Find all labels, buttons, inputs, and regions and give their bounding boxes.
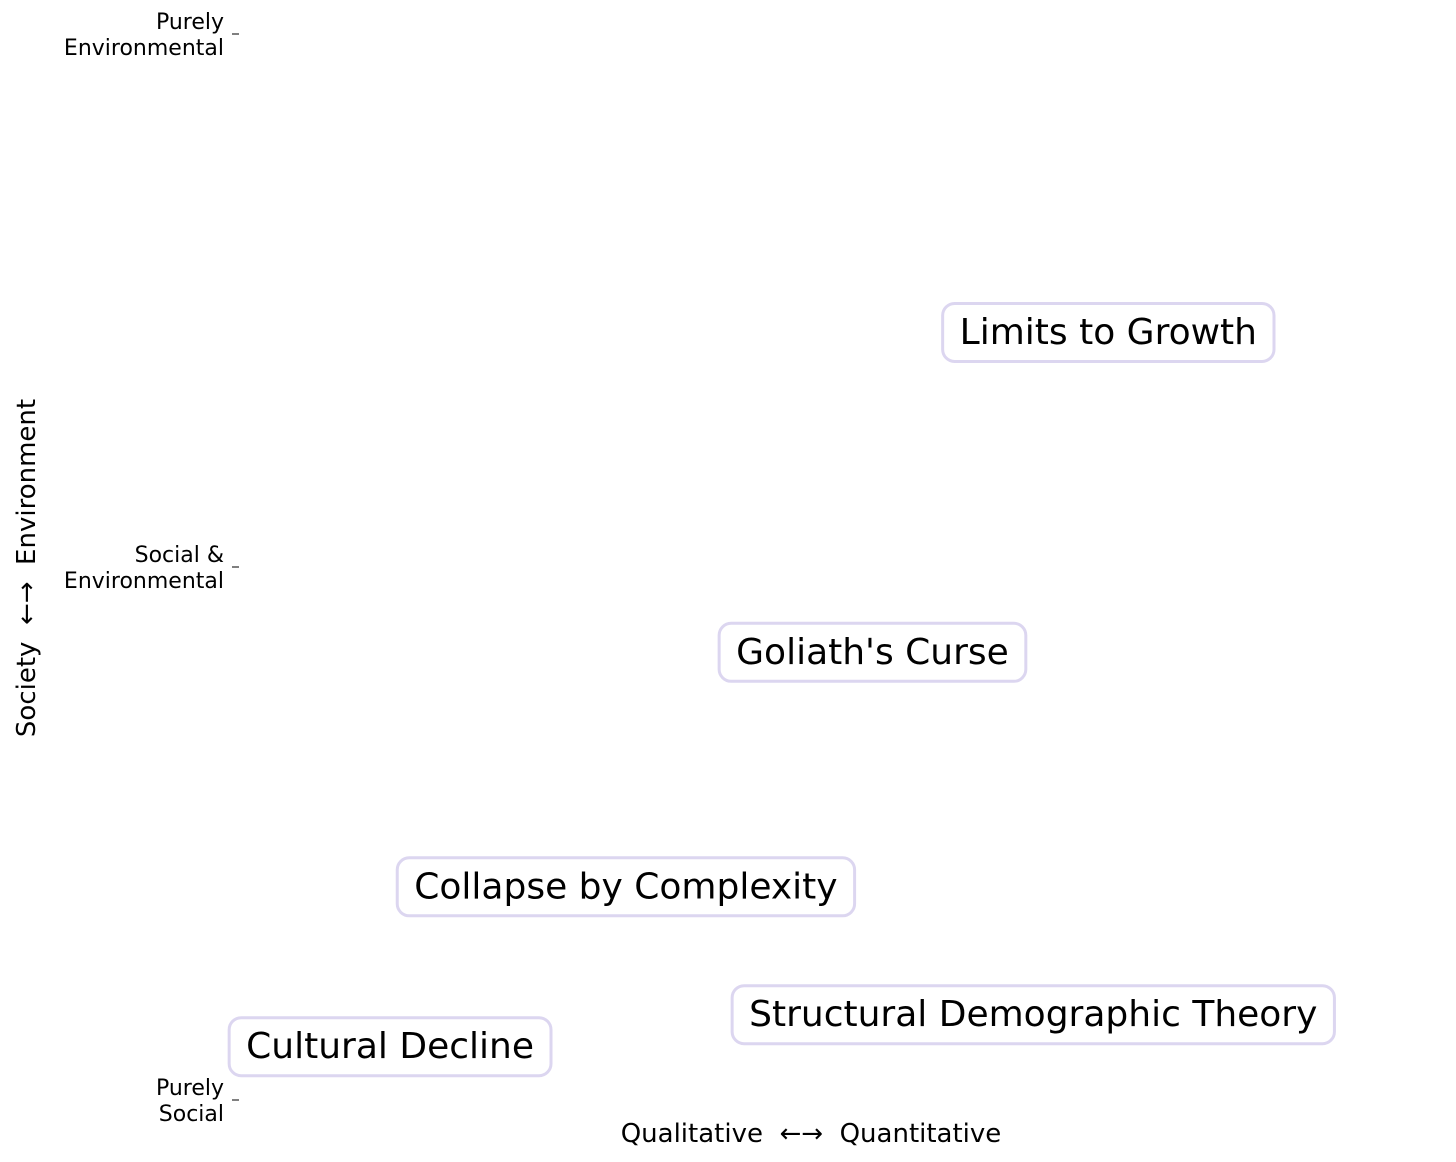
label-box-frame <box>395 856 857 918</box>
point-label: Goliath's Curse <box>736 632 1009 673</box>
point-label-box: Collapse by Complexity <box>395 856 857 918</box>
label-box-frame <box>730 984 1336 1046</box>
point-label: Collapse by Complexity <box>414 866 837 907</box>
y-axis-label: Society ←→ Environment <box>12 399 42 737</box>
label-box-frame <box>227 1016 553 1078</box>
label-box-frame <box>941 301 1276 363</box>
point-label-box: Cultural Decline <box>227 1016 553 1078</box>
point-label: Cultural Decline <box>246 1026 534 1067</box>
y-tick-label: Social &Environmental <box>64 543 224 594</box>
point-label-box: Structural Demographic Theory <box>730 984 1336 1046</box>
point-label-box: Limits to Growth <box>941 301 1276 363</box>
label-box-frame <box>717 621 1028 683</box>
point-label: Structural Demographic Theory <box>749 994 1317 1035</box>
point-label: Limits to Growth <box>960 312 1257 353</box>
x-axis-label: Qualitative ←→ Quantitative <box>621 1119 1002 1149</box>
point-label-box: Goliath's Curse <box>717 621 1028 683</box>
